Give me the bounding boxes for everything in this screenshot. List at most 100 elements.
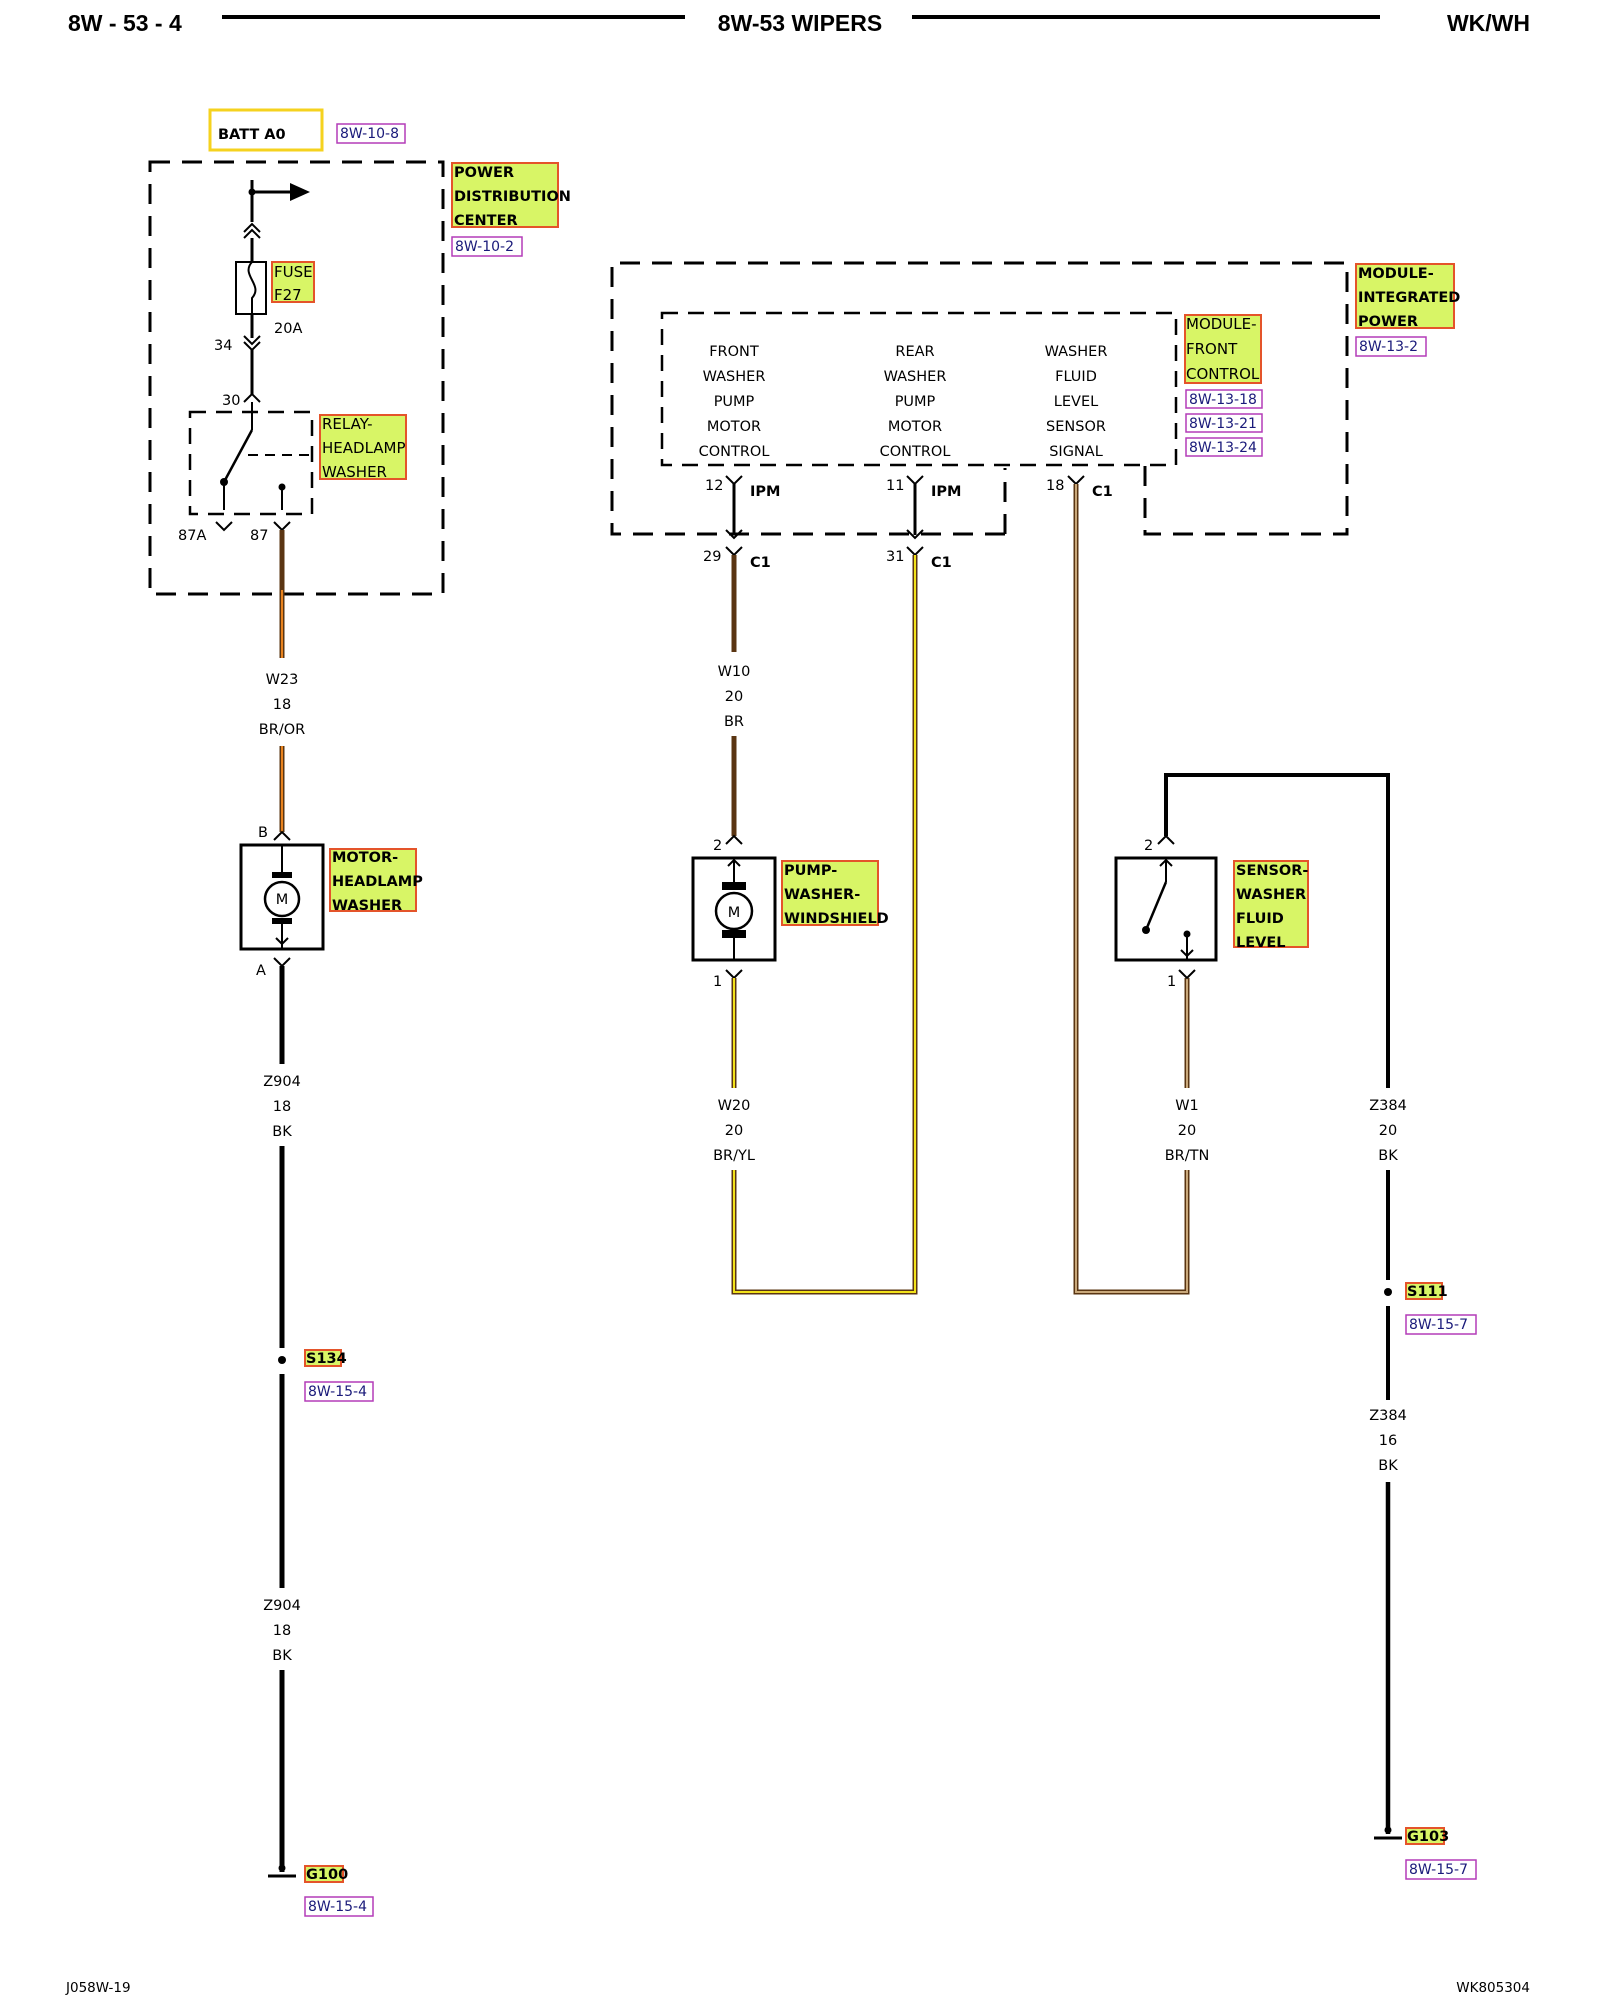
fcm-function-fluid-level: WASHER FLUID LEVEL SENSOR SIGNAL	[1045, 344, 1108, 460]
sensor-label-line4: LEVEL	[1236, 935, 1286, 951]
pdc-label-box	[451, 162, 559, 228]
wire-z904-a-id: Z904	[263, 1074, 301, 1090]
function-line: MOTOR	[888, 419, 942, 435]
fcm-ref-link-2[interactable]: 8W-13-21	[1189, 416, 1257, 432]
pin-18-connector	[1067, 475, 1085, 486]
pin-12: 12	[705, 478, 723, 494]
pin-87a-connector	[215, 521, 233, 532]
wire-w23-color: BR/OR	[259, 722, 305, 738]
fcm-label-box	[1184, 314, 1262, 384]
fuse-bottom-connector	[243, 335, 261, 346]
sensor-pin-2: 2	[1144, 838, 1153, 854]
fuse-label-line1: FUSE	[274, 263, 313, 281]
fcm-ref-link-3[interactable]: 8W-13-24	[1189, 440, 1257, 456]
headlamp-motor-circuit: W23 18 BR/OR B M MOTOR- HEADLAMP WASHER …	[239, 530, 423, 1917]
pin-31-conn: C1	[931, 555, 952, 571]
sensor-pin-1: 1	[1167, 974, 1176, 990]
wire-w10-id: W10	[718, 664, 751, 680]
motor-brush-bottom	[272, 918, 292, 924]
page-header: 8W - 53 - 4 8W-53 WIPERS WK/WH	[68, 10, 1530, 36]
ground-g100-box	[304, 1865, 344, 1883]
ground-g103: G103	[1407, 1829, 1449, 1845]
relay-label-box	[319, 414, 407, 480]
pin-29-connector	[725, 546, 743, 557]
ipm-ref-link[interactable]: 8W-13-2	[1359, 339, 1418, 355]
pin-12-conn: IPM	[750, 484, 780, 500]
motor-armature	[263, 880, 301, 918]
sensor-pin-1-connector	[1178, 969, 1196, 980]
pin-31-connector	[906, 546, 924, 557]
pump-label-line1: PUMP-	[784, 863, 837, 879]
pump-symbol: M	[728, 905, 741, 921]
fcm-label-line2: FRONT	[1186, 340, 1238, 358]
motor-brush-top	[272, 872, 292, 878]
wire-z384-c-color: BK	[1378, 1458, 1398, 1474]
wire-z384-a-color: BK	[1378, 1148, 1398, 1164]
splice-s111-ref-link[interactable]: 8W-15-7	[1409, 1317, 1468, 1333]
function-line: SIGNAL	[1049, 444, 1103, 460]
sensor-pin-2-connector	[1157, 834, 1175, 845]
ipm-label-line2: INTEGRATED	[1358, 290, 1460, 306]
splice-s134: S134	[306, 1351, 347, 1367]
pin-b-connector	[273, 830, 291, 841]
ground-g100-ref-link[interactable]: 8W-15-4	[308, 1899, 367, 1915]
wire-z384-a-id: Z384	[1369, 1098, 1407, 1114]
page-number: 8W - 53 - 4	[68, 10, 182, 36]
ground-g100: G100	[306, 1867, 348, 1883]
splice-s111-ref-box	[1405, 1314, 1477, 1335]
pin-29: 29	[703, 549, 721, 565]
wire-w1-gauge: 20	[1178, 1123, 1196, 1139]
wire-w20-loop-stripe	[733, 555, 916, 1293]
fcm-ref-box-3	[1185, 437, 1263, 457]
pin-34: 34	[214, 338, 232, 354]
batt-label: BATT A0	[218, 127, 286, 143]
relay-label-line1: RELAY-	[322, 415, 373, 433]
sensor-lead-arrow	[1159, 858, 1173, 867]
fcm-function-front-washer: FRONT WASHER PUMP MOTOR CONTROL	[699, 344, 770, 460]
function-line: SENSOR	[1046, 419, 1106, 435]
splice-s134-box	[304, 1349, 342, 1367]
vehicle-code: WK/WH	[1447, 10, 1530, 36]
function-line: WASHER	[1045, 344, 1108, 360]
ipm-label-line3: POWER	[1358, 314, 1418, 330]
pin-11-connector	[906, 475, 924, 486]
motor-symbol: M	[276, 892, 289, 908]
pump-pin-2: 2	[713, 838, 722, 854]
pdc-label-line1: POWER	[454, 165, 514, 181]
ground-g103-ref-link[interactable]: 8W-15-7	[1409, 1862, 1468, 1878]
pump-armature	[714, 891, 754, 931]
fcm-label-line1: MODULE-	[1186, 315, 1257, 333]
motor-label-line1: MOTOR-	[332, 850, 398, 866]
wire-w23-gauge: 18	[273, 697, 291, 713]
wire-w20-gauge: 20	[725, 1123, 743, 1139]
splice-s134-ref-link[interactable]: 8W-15-4	[308, 1384, 367, 1400]
pin-11-conn: IPM	[931, 484, 961, 500]
fcm-ref-link-1[interactable]: 8W-13-18	[1189, 392, 1257, 408]
pdc-label-line3: CENTER	[454, 213, 518, 229]
relay-switch-arm	[222, 429, 254, 483]
fuse-element	[247, 261, 257, 314]
splice-s111: S111	[1407, 1284, 1448, 1300]
wire-w1-id: W1	[1175, 1098, 1199, 1114]
section-title: 8W-53 WIPERS	[718, 10, 882, 36]
pin-a: A	[256, 963, 266, 979]
function-line: WASHER	[703, 369, 766, 385]
sensor-label-line2: WASHER	[1236, 887, 1306, 903]
wire-w1-label-gap	[1150, 1088, 1224, 1170]
pdc-ref-box	[451, 236, 523, 257]
sensor-lead-bottom-arrow	[1180, 949, 1194, 958]
fcm-ref-box-1	[1185, 389, 1263, 409]
sensor-label-line3: FLUID	[1236, 911, 1284, 927]
ground-g103-ref-box	[1405, 1859, 1477, 1880]
wire-z904-c-color: BK	[272, 1648, 292, 1664]
fuse-top-connector-2	[243, 228, 261, 239]
pin-87a: 87A	[178, 528, 206, 544]
pump-label-box	[781, 860, 879, 926]
function-line: MOTOR	[707, 419, 761, 435]
batt-ref-link[interactable]: 8W-10-8	[340, 126, 399, 142]
ipm-boundary	[610, 261, 1349, 536]
wire-z384-a	[1164, 773, 1390, 1088]
pdc-ref-link[interactable]: 8W-10-2	[455, 239, 514, 255]
sensor-switch-arm	[1144, 881, 1168, 931]
ground-g100-dot	[278, 1864, 286, 1872]
